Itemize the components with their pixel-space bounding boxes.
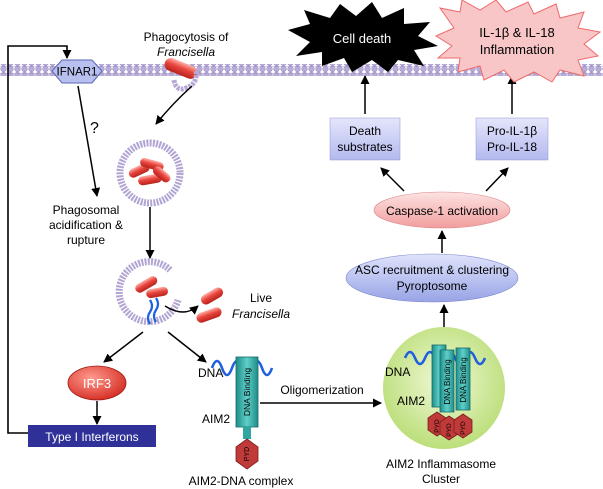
live-francisella-2 xyxy=(196,307,222,323)
aim2-dna-complex: DNA Binding PYD xyxy=(210,356,274,470)
phagosome-intact xyxy=(116,139,184,207)
arrow-bacteria-escape xyxy=(164,305,199,315)
pro-il-label-1: Pro-IL-1β xyxy=(487,124,537,138)
membrane-invagination xyxy=(171,69,199,92)
aim2-label-left: AIM2 xyxy=(202,412,230,426)
live-francisella-1 xyxy=(200,287,224,305)
asc-pyroptosome-node: ASC recruitment & clustering Pyroptosome xyxy=(345,253,519,303)
irf3-label: IRF3 xyxy=(83,376,111,391)
irf3-node: IRF3 xyxy=(67,365,127,401)
caspase-label: Caspase-1 activation xyxy=(386,204,498,218)
death-substrates-label-1: Death xyxy=(349,124,381,138)
cell-death-label: Cell death xyxy=(333,31,392,46)
acidification-label-3: rupture xyxy=(67,233,105,247)
aim2-dna-complex-label: AIM2-DNA complex xyxy=(189,474,294,488)
aim2-inflammasome-cluster: DNA Binding DNA Binding PYD PYD PYD xyxy=(383,327,505,449)
aim2-label-right: AIM2 xyxy=(397,394,425,408)
ifnar1-label: IFNAR1 xyxy=(57,67,98,79)
acidification-label-2: acidification & xyxy=(49,218,123,232)
pyd-label-right-2: PYD xyxy=(446,423,453,437)
type-i-interferons-label: Type I Interferons xyxy=(45,430,138,444)
pro-il-label-2: Pro-IL-18 xyxy=(487,140,537,154)
inflammasome-label-1: AIM2 Inflammasome xyxy=(386,457,496,471)
arrow-to-aim2-complex xyxy=(167,331,207,363)
inflammasome-label-2: Cluster xyxy=(422,472,460,486)
question-mark: ? xyxy=(90,120,99,137)
pyd-label-left: PYD xyxy=(244,447,251,461)
arrow-to-phagosome xyxy=(155,85,193,125)
live-label: Live xyxy=(250,291,272,305)
pyd-label-right-3: PYD xyxy=(460,421,467,435)
pyd-label-right-1: PYD xyxy=(434,419,441,433)
inflammation-burst: IL-1β & IL-18 Inflammation xyxy=(434,0,602,83)
caspase-1-node: Caspase-1 activation xyxy=(373,191,511,229)
death-substrates-box: Death substrates xyxy=(329,117,401,161)
dna-binding-label-right-1: DNA Binding xyxy=(443,359,452,404)
oligomerization-label: Oligomerization xyxy=(280,383,363,397)
arrow-ifnar1-to-acidification xyxy=(77,85,101,197)
feedback-loop-line xyxy=(7,45,72,434)
phagosome-ruptured xyxy=(115,258,182,326)
dna-binding-label-left: DNA Binding xyxy=(242,368,252,416)
francisella-label-top: Francisella xyxy=(157,45,215,59)
acidification-label-1: Phagosomal xyxy=(53,203,120,217)
arrow-to-irf3 xyxy=(103,331,144,363)
inflammation-label-2: Inflammation xyxy=(480,42,554,57)
cell-death-burst: Cell death xyxy=(288,2,438,72)
dna-label-left: DNA xyxy=(198,366,223,380)
dna-label-right: DNA xyxy=(385,365,410,379)
asc-label-2: Pyroptosome xyxy=(397,279,468,293)
live-francisella-label: Francisella xyxy=(232,307,290,321)
francisella-bacterium-entering xyxy=(164,58,198,79)
death-substrates-label-2: substrates xyxy=(337,140,392,154)
type-i-interferons-box: Type I Interferons xyxy=(28,425,156,447)
phagocytosis-label: Phagocytosis of xyxy=(144,30,229,44)
inflammation-label-1: IL-1β & IL-18 xyxy=(479,25,554,40)
arrow-to-death-substrates xyxy=(380,167,405,192)
arrow-to-pro-il xyxy=(485,167,509,192)
pro-il-box: Pro-IL-1β Pro-IL-18 xyxy=(475,117,549,161)
asc-label-1: ASC recruitment & clustering xyxy=(355,263,509,277)
dna-binding-label-right-2: DNA Binding xyxy=(459,357,468,402)
ifnar1-receptor: IFNAR1 xyxy=(51,59,103,84)
